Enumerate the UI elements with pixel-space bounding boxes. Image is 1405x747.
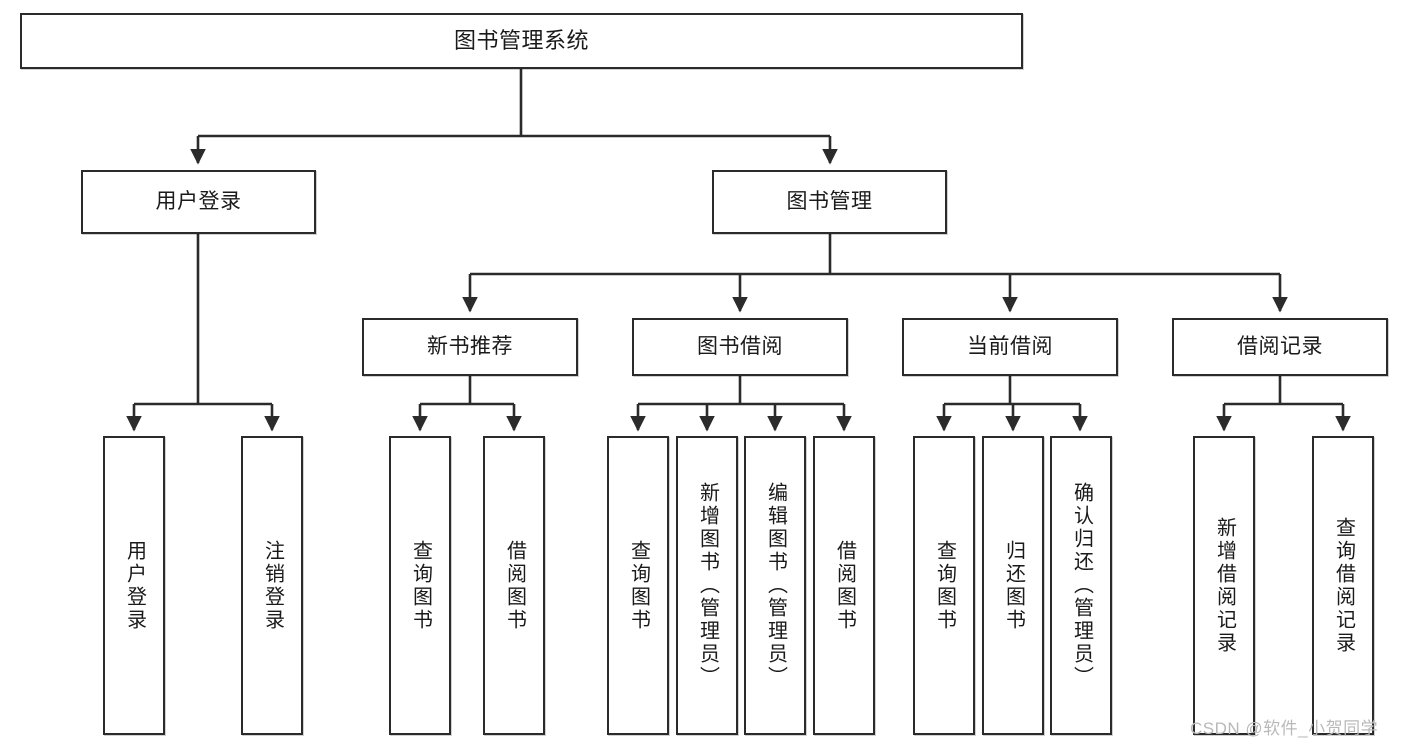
node-label: 新书推荐 [427,334,513,358]
leaf-borrow-borrow-book[interactable]: 借阅图书 [813,436,875,735]
leaf-current-confirm-return[interactable]: 确认归还（管理员） [1050,436,1112,735]
node-new-book-recommend[interactable]: 新书推荐 [362,318,578,376]
node-label: 用户登录 [155,189,242,213]
node-label: 查询图书 [933,539,956,632]
node-label: 注销登录 [261,539,284,632]
node-label: 新增借阅记录 [1213,516,1236,655]
node-label: 新增图书（管理员） [696,482,719,689]
node-user-login[interactable]: 用户登录 [81,170,316,234]
node-borrow-record[interactable]: 借阅记录 [1172,318,1388,376]
leaf-user-login[interactable]: 用户登录 [103,436,165,735]
node-label: 图书管理系统 [453,28,589,54]
node-book-management[interactable]: 图书管理 [712,170,947,234]
node-current-borrow[interactable]: 当前借阅 [902,318,1118,376]
leaf-logout[interactable]: 注销登录 [241,436,303,735]
leaf-recommend-query-book[interactable]: 查询图书 [389,436,451,735]
leaf-current-return-book[interactable]: 归还图书 [982,436,1044,735]
node-label: 编辑图书（管理员） [764,482,787,689]
node-label: 当前借阅 [967,334,1053,358]
node-label: 借阅图书 [503,539,526,632]
node-label: 确认归还（管理员） [1070,482,1093,689]
leaf-record-add[interactable]: 新增借阅记录 [1193,436,1255,735]
leaf-borrow-query-book[interactable]: 查询图书 [607,436,669,735]
leaf-record-query[interactable]: 查询借阅记录 [1312,436,1374,735]
node-label: 归还图书 [1002,539,1025,632]
leaf-borrow-edit-book[interactable]: 编辑图书（管理员） [744,436,806,735]
node-label: 图书借阅 [697,334,783,358]
node-label: 图书管理 [786,189,873,213]
watermark-text: CSDN @软件_小贺同学 [1190,719,1379,738]
leaf-borrow-add-book[interactable]: 新增图书（管理员） [676,436,738,735]
node-book-borrow[interactable]: 图书借阅 [632,318,848,376]
node-label: 查询图书 [627,539,650,632]
node-label: 查询图书 [409,539,432,632]
node-label: 用户登录 [123,539,146,632]
leaf-recommend-borrow-book[interactable]: 借阅图书 [483,436,545,735]
node-label: 查询借阅记录 [1332,516,1355,655]
leaf-current-query-book[interactable]: 查询图书 [913,436,975,735]
node-label: 借阅图书 [833,539,856,632]
node-root-system[interactable]: 图书管理系统 [20,13,1023,69]
node-label: 借阅记录 [1237,334,1323,358]
